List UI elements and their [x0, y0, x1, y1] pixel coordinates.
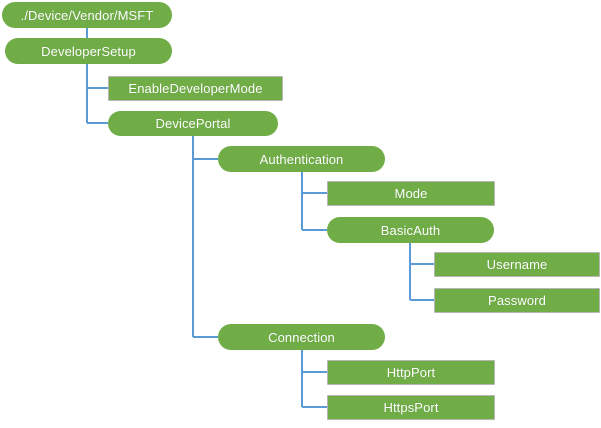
node-root-label: ./Device/Vendor/MSFT: [20, 7, 154, 23]
node-username-label: Username: [486, 257, 548, 272]
node-developersetup[interactable]: DeveloperSetup: [5, 38, 172, 64]
node-deviceportal-label: DevicePortal: [155, 116, 231, 131]
node-password[interactable]: Password: [434, 288, 600, 313]
node-password-label: Password: [488, 293, 546, 308]
node-authentication-label: Authentication: [259, 151, 344, 167]
node-httpport[interactable]: HttpPort: [327, 360, 495, 385]
node-connection[interactable]: Connection: [218, 324, 385, 350]
node-enabledevelopermode-label: EnableDeveloperMode: [128, 81, 263, 96]
node-deviceportal[interactable]: DevicePortal: [108, 111, 278, 136]
node-authentication[interactable]: Authentication: [218, 146, 385, 172]
node-httpport-label: HttpPort: [386, 365, 436, 380]
node-basicauth-label: BasicAuth: [380, 222, 441, 238]
node-mode[interactable]: Mode: [327, 181, 495, 206]
node-username[interactable]: Username: [434, 252, 600, 277]
node-connection-label: Connection: [268, 329, 335, 345]
node-enabledevelopermode[interactable]: EnableDeveloperMode: [108, 76, 283, 101]
node-httpsport-label: HttpsPort: [383, 400, 439, 415]
node-httpsport[interactable]: HttpsPort: [327, 395, 495, 420]
node-mode-label: Mode: [394, 186, 428, 201]
node-basicauth[interactable]: BasicAuth: [327, 217, 494, 243]
node-root[interactable]: ./Device/Vendor/MSFT: [2, 2, 172, 28]
node-developersetup-label: DeveloperSetup: [41, 43, 136, 59]
